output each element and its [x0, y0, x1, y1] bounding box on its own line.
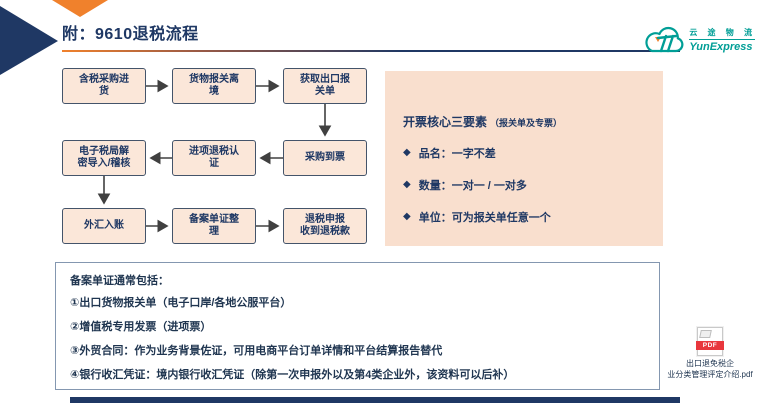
flow-step-purchase-invoice: 采购到票	[283, 140, 367, 176]
logo-rule	[689, 39, 756, 40]
bullet-item-quantity: ◆ 数量：一对一 / 一对多	[403, 179, 527, 193]
footer-bar	[70, 397, 680, 403]
corner-arrow-decoration-icon	[0, 0, 108, 75]
invoice-key-elements-panel: 开票核心三要素（报关单及专票） ◆ 品名：一字不差 ◆ 数量：一对一 / 一对多…	[385, 71, 663, 246]
flow-step-refund-declaration: 退税申报 收到退税款	[283, 208, 367, 244]
pdf-filename[interactable]: 出口退免税企 业分类管理评定介绍.pdf	[667, 359, 753, 379]
notes-heading: 备案单证通常包括：	[70, 275, 169, 287]
bullet-item-unit: ◆ 单位：可为报关单任意一个	[403, 211, 551, 225]
diamond-icon: ◆	[403, 147, 411, 158]
notes-item-vat-invoice: ②增值税专用发票（进项票）	[70, 321, 212, 333]
filing-documents-notes-box: 备案单证通常包括： ①出口货物报关单（电子口岸/各地公服平台） ②增值税专用发票…	[55, 262, 660, 390]
pdf-file-icon[interactable]: PDF	[696, 327, 724, 356]
flow-step-filing-documents: 备案单证整 理	[172, 208, 256, 244]
title-divider	[62, 50, 680, 52]
pdf-fold-decoration	[699, 330, 712, 338]
logo-company-name-en: YunExpress	[689, 41, 753, 53]
flow-step-etax-import-audit: 电子税局解 密导入/稽核	[62, 140, 146, 176]
pdf-badge: PDF	[696, 341, 724, 350]
diamond-icon: ◆	[403, 179, 411, 190]
page-title: 附：9610退税流程	[62, 26, 199, 43]
pdf-attachment[interactable]: PDF 出口退免税企 业分类管理评定介绍.pdf	[662, 327, 758, 381]
notes-item-trade-contract: ③外贸合同：作为业务背景佐证，可用电商平台订单详情和平台结算报告替代	[70, 345, 443, 357]
diamond-icon: ◆	[403, 211, 411, 222]
logo-company-name-cn: 云 途 物 流	[689, 28, 756, 37]
flow-step-purchase-with-tax: 含税采购进 货	[62, 68, 146, 104]
cloud-logo-icon	[645, 26, 684, 53]
bullet-item-product-name: ◆ 品名：一字不差	[403, 147, 496, 161]
panel-title: 开票核心三要素	[403, 115, 488, 129]
notes-item-export-declaration: ①出口货物报关单（电子口岸/各地公服平台）	[70, 297, 292, 309]
panel-subtitle: （报关单及专票）	[490, 118, 563, 128]
yunexpress-logo: 云 途 物 流 YunExpress	[641, 24, 756, 56]
flow-step-forex-receipt: 外汇入账	[62, 208, 146, 244]
flow-step-obtain-export-declaration: 获取出口报 关单	[283, 68, 367, 104]
notes-item-bank-receipt: ④银行收汇凭证：境内银行收汇凭证（除第一次申报外以及第4类企业外，该资料可以后补…	[70, 369, 515, 381]
flow-step-customs-declaration: 货物报关离 境	[172, 68, 256, 104]
flow-step-input-tax-certification: 进项退税认 证	[172, 140, 256, 176]
